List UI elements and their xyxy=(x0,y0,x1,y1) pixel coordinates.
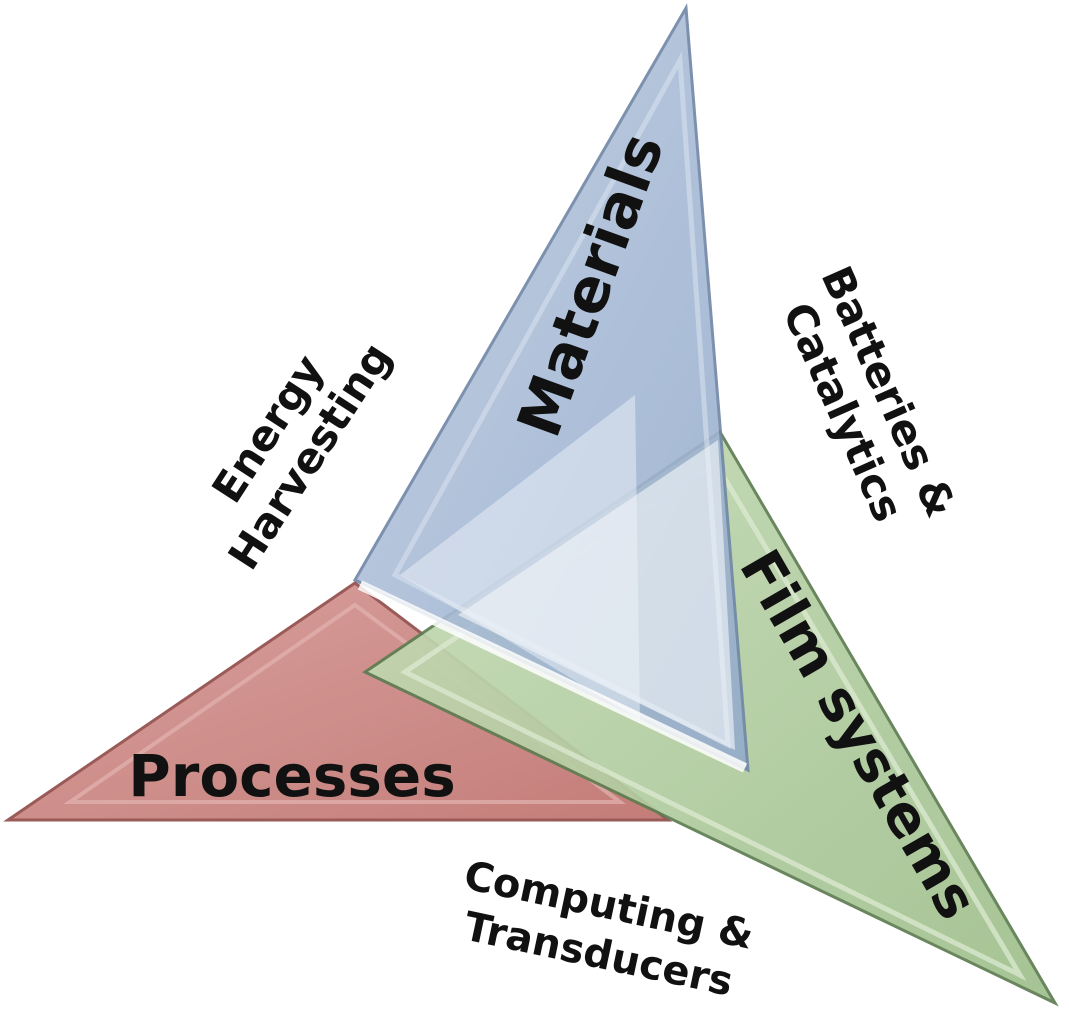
batteries-catalytics-label: Batteries & Catalytics xyxy=(773,259,966,529)
computing-transducers-label: Computing & Transducers xyxy=(460,853,758,1006)
energy-harvesting-label: Energy Harvesting xyxy=(202,334,401,578)
processes-label: Processes xyxy=(128,742,456,810)
materials-triangle xyxy=(352,3,750,773)
overlap-edge xyxy=(357,580,748,773)
overlap-highlight xyxy=(458,440,735,750)
